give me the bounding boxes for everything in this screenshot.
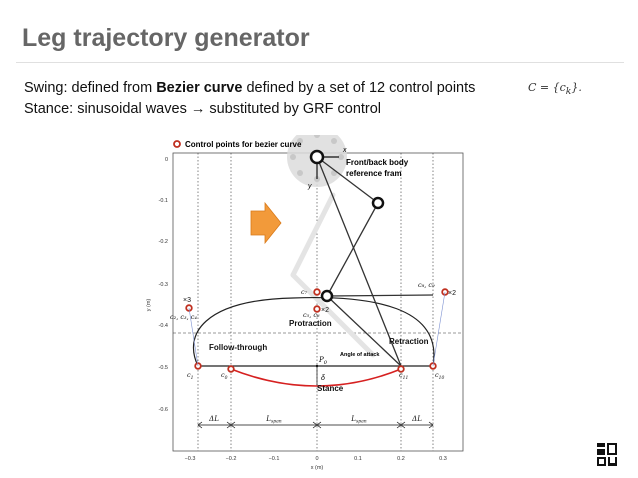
slide-title: Leg trajectory generator [22, 24, 310, 52]
ytick-label: -0.5 [159, 365, 168, 371]
label-delta-l-left: ΔL [208, 415, 219, 423]
xtick-label: −0.1 [269, 456, 280, 462]
xtick-label: −0.3 [185, 456, 196, 462]
control-points [185, 288, 449, 373]
control-point-c11 [397, 365, 405, 373]
formula-main: C = {c [528, 81, 566, 94]
swing-trajectory [193, 297, 435, 367]
formula-sub: k [565, 86, 572, 98]
label-retraction: Retraction [389, 337, 429, 346]
institution-logo [597, 443, 617, 466]
swing-description: Swing: defined from Bezier curve defined… [24, 80, 475, 96]
label-delta-l-right: ΔL [411, 415, 422, 423]
legend-marker [173, 140, 181, 148]
ytick-label: -0.2 [159, 239, 168, 245]
label-c1: c1 [187, 371, 194, 381]
y-axis-label: y (m) [146, 299, 152, 312]
ytick-label: 0 [165, 157, 168, 163]
frame-annotation-line2: reference fram [346, 169, 402, 178]
label-c234: c₂, c₃, c₄ [170, 313, 197, 321]
xtick-label: 0.3 [439, 456, 447, 462]
xtick-label: −0.2 [226, 456, 237, 462]
swing-text-pre: Swing: defined from [24, 80, 157, 96]
label-lspan-right: Lspan [350, 415, 367, 425]
label-x3: ×3 [183, 297, 191, 304]
stance-description: Stance: sinusoidal waves → substituted b… [24, 101, 382, 117]
dimension-lines [197, 421, 434, 429]
x-axis-label: x (m) [311, 465, 324, 471]
control-point-c0 [227, 365, 235, 373]
swing-text-post: defined by a set of 12 control points [242, 80, 476, 96]
label-c56: c₅, c₆ [303, 311, 320, 319]
label-protraction: Protraction [289, 319, 332, 328]
leg-silhouette [290, 192, 376, 358]
vertical-gridlines [197, 153, 434, 451]
control-point-c56 [313, 305, 321, 313]
leg-trajectory-diagram: 0 -0.1 -0.2 -0.3 -0.4 -0.5 -0.6 y (m) −0… [146, 135, 464, 471]
p0-marker [315, 364, 319, 368]
label-lspan-left: Lspan [265, 415, 282, 425]
label-x2-top: ×2 [448, 290, 456, 297]
swing-text-bold: Bezier curve [156, 80, 243, 96]
leg-links [316, 156, 434, 367]
ytick-label: -0.3 [159, 282, 168, 288]
hip-y-label: y [307, 183, 312, 190]
label-c0: c0 [221, 371, 228, 381]
frame-annotation-line1: Front/back body [346, 158, 409, 167]
title-divider [16, 62, 624, 63]
label-c89: c₈, c₉ [418, 281, 435, 289]
xtick-label: 0.2 [397, 456, 405, 462]
label-x2-mid: ×2 [321, 307, 329, 314]
label-c11: c11 [399, 371, 408, 381]
label-delta: δ [321, 375, 325, 382]
ytick-label: -0.4 [159, 323, 168, 329]
control-point-c7 [313, 288, 321, 296]
ytick-label: -0.6 [159, 407, 168, 413]
formula-end: }. [571, 81, 582, 94]
stance-curve [230, 368, 402, 387]
joint-markers [309, 149, 385, 303]
label-angle-of-attack: Angle of attack [340, 352, 380, 358]
label-stance: Stance [317, 384, 344, 393]
label-follow-through: Follow-through [209, 343, 267, 352]
xtick-label: 0 [315, 456, 318, 462]
control-points-formula: C = {ck}. [528, 81, 582, 97]
xtick-label: 0.1 [354, 456, 362, 462]
label-p0: P0 [318, 356, 328, 366]
label-c10: c10 [435, 371, 445, 381]
ytick-label: -0.1 [159, 198, 168, 204]
label-c7: c₇ [301, 288, 308, 296]
hip-x-label: x [342, 147, 347, 154]
legend-label: Control points for bezier curve [185, 140, 302, 149]
direction-arrow [250, 201, 282, 245]
